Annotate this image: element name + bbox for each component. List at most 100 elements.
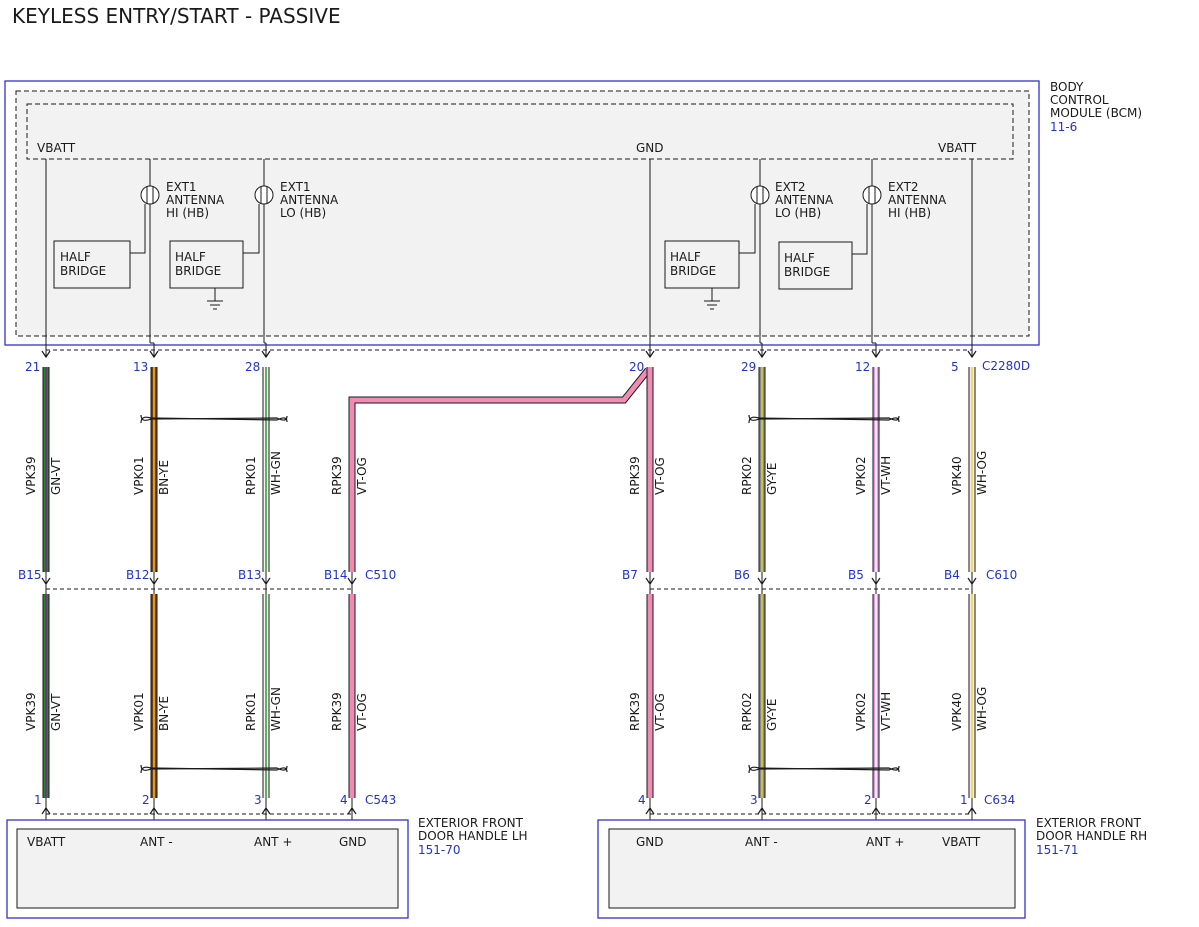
mid-pin-arrow [261,577,271,586]
bcm-name-line-3: MODULE (BCM) [1050,106,1142,120]
bcm-pin-number: 20 [629,360,644,374]
door-handle-lh: VBATT ANT - ANT + GND EXTERIOR FRONT DOO… [6,816,528,919]
circuit-label: RPK39 [628,456,642,495]
mid-pin-number: B12 [126,568,150,582]
lh-ref: 151-70 [418,843,461,857]
mid-pin-number: B5 [848,568,864,582]
antenna-3-line-2: ANTENNA [775,193,834,207]
lh-pin-ant-minus: ANT - [140,835,173,849]
color-code-label: WH-GN [269,451,283,495]
half-bridge-1-line-2: BRIDGE [60,264,106,278]
handle-pin-number: 2 [864,793,872,807]
bcm-name-line-2: CONTROL [1050,93,1109,107]
antenna-1-line-2: ANTENNA [166,193,225,207]
mid-pin-arrow [41,577,51,586]
color-code-label: VT-OG [355,457,369,495]
circuit-label: VPK01 [132,692,146,731]
handle-pin-arrow [41,806,51,815]
color-code-label: BN-YE [157,460,171,495]
color-code-label: VT-OG [653,693,667,731]
half-bridge-3-line-1: HALF [670,250,701,264]
rh-pin-gnd: GND [636,835,664,849]
color-code-label: GY-YE [765,699,779,731]
antenna-ext2-lo: EXT2 ANTENNA LO (HB) [750,159,834,220]
twisted-pair-rh-upper [748,414,900,424]
bcm-pin-number: 13 [133,360,148,374]
antenna-4-line-1: EXT2 [888,180,919,194]
handle-pin-number: 3 [750,793,758,807]
bcm-pin-number: 28 [245,360,260,374]
color-code-label: GN-VT [49,457,63,495]
lh-name-line-2: DOOR HANDLE LH [418,829,528,843]
antenna-4-line-3: HI (HB) [888,206,931,220]
color-code-label: VT-WH [879,692,893,731]
rh-ref: 151-71 [1036,843,1079,857]
mid-pin-arrow [347,577,357,586]
mid-pin-number: B14 [324,568,348,582]
bcm-pin-number: 29 [741,360,756,374]
connector-c543: C543 [365,793,396,807]
circuit-label: VPK39 [24,456,38,495]
bcm-pin-arrow [645,350,655,359]
antenna-3-line-3: LO (HB) [775,206,821,220]
antenna-2-line-3: LO (HB) [280,206,326,220]
circuit-label: VPK40 [950,456,964,495]
mid-pin-number: B6 [734,568,750,582]
circuit-label: VPK01 [132,456,146,495]
antenna-1-line-3: HI (HB) [166,206,209,220]
half-bridge-2-line-1: HALF [175,250,206,264]
handle-pin-number: 2 [142,793,150,807]
connector-c634: C634 [984,793,1015,807]
bcm-label-vbatt-left: VBATT [37,141,76,155]
connector-c510: C510 [365,568,396,582]
connector-c610: C610 [986,568,1017,582]
color-code-label: GY-YE [765,463,779,495]
handle-pin-arrow [149,806,159,815]
half-bridge-1-line-1: HALF [60,250,91,264]
handle-pin-number: 1 [34,793,42,807]
handle-pin-arrow [347,806,357,815]
handle-pin-arrow [261,806,271,815]
antenna-ext2-hi: EXT2 ANTENNA HI (HB) [862,159,947,220]
handle-pin-number: 4 [340,793,348,807]
wire-rpk39-upper [348,367,651,572]
antenna-3-line-1: EXT2 [775,180,806,194]
mid-pin-arrow [967,577,977,586]
mid-pin-arrow [645,577,655,586]
bcm-pin-arrow [871,350,881,359]
circuit-label: RPK39 [330,456,344,495]
connector-c2280d: C2280D [982,359,1030,373]
circuit-label: RPK01 [244,456,258,495]
circuit-label: VPK40 [950,692,964,731]
door-handle-rh: GND ANT - ANT + VBATT EXTERIOR FRONT DOO… [597,816,1147,919]
circuit-label: RPK02 [740,456,754,495]
color-code-label: WH-OG [975,451,989,495]
color-code-label: VT-WH [879,456,893,495]
bcm-label-vbatt-right: VBATT [938,141,977,155]
color-code-label: BN-YE [157,696,171,731]
mid-pin-number: B4 [944,568,960,582]
half-bridge-2: HALF BRIDGE [169,204,260,310]
bcm-pin-arrow [41,350,51,359]
half-bridge-4-line-1: HALF [784,251,815,265]
bcm-pin-arrow [757,350,767,359]
bcm-pin-arrow [149,350,159,359]
circuit-label: VPK02 [854,456,868,495]
bcm-pin-number: 12 [855,360,870,374]
antenna-1-line-1: EXT1 [166,180,197,194]
mid-pin-arrow [871,577,881,586]
color-code-label: WH-GN [269,687,283,731]
color-code-label: VT-OG [355,693,369,731]
twisted-pair-lh-lower [140,764,288,774]
handle-pin-arrow [757,806,767,815]
circuit-label: VPK02 [854,692,868,731]
mid-pin-arrow [757,577,767,586]
mid-pin-number: B7 [622,568,638,582]
half-bridge-4-line-2: BRIDGE [784,265,830,279]
bcm-pin-arrow [261,350,271,359]
antenna-ext1-lo: EXT1 ANTENNA LO (HB) [254,159,339,220]
circuit-label: RPK01 [244,692,258,731]
rh-pin-ant-minus: ANT - [745,835,778,849]
color-code-label: WH-OG [975,687,989,731]
